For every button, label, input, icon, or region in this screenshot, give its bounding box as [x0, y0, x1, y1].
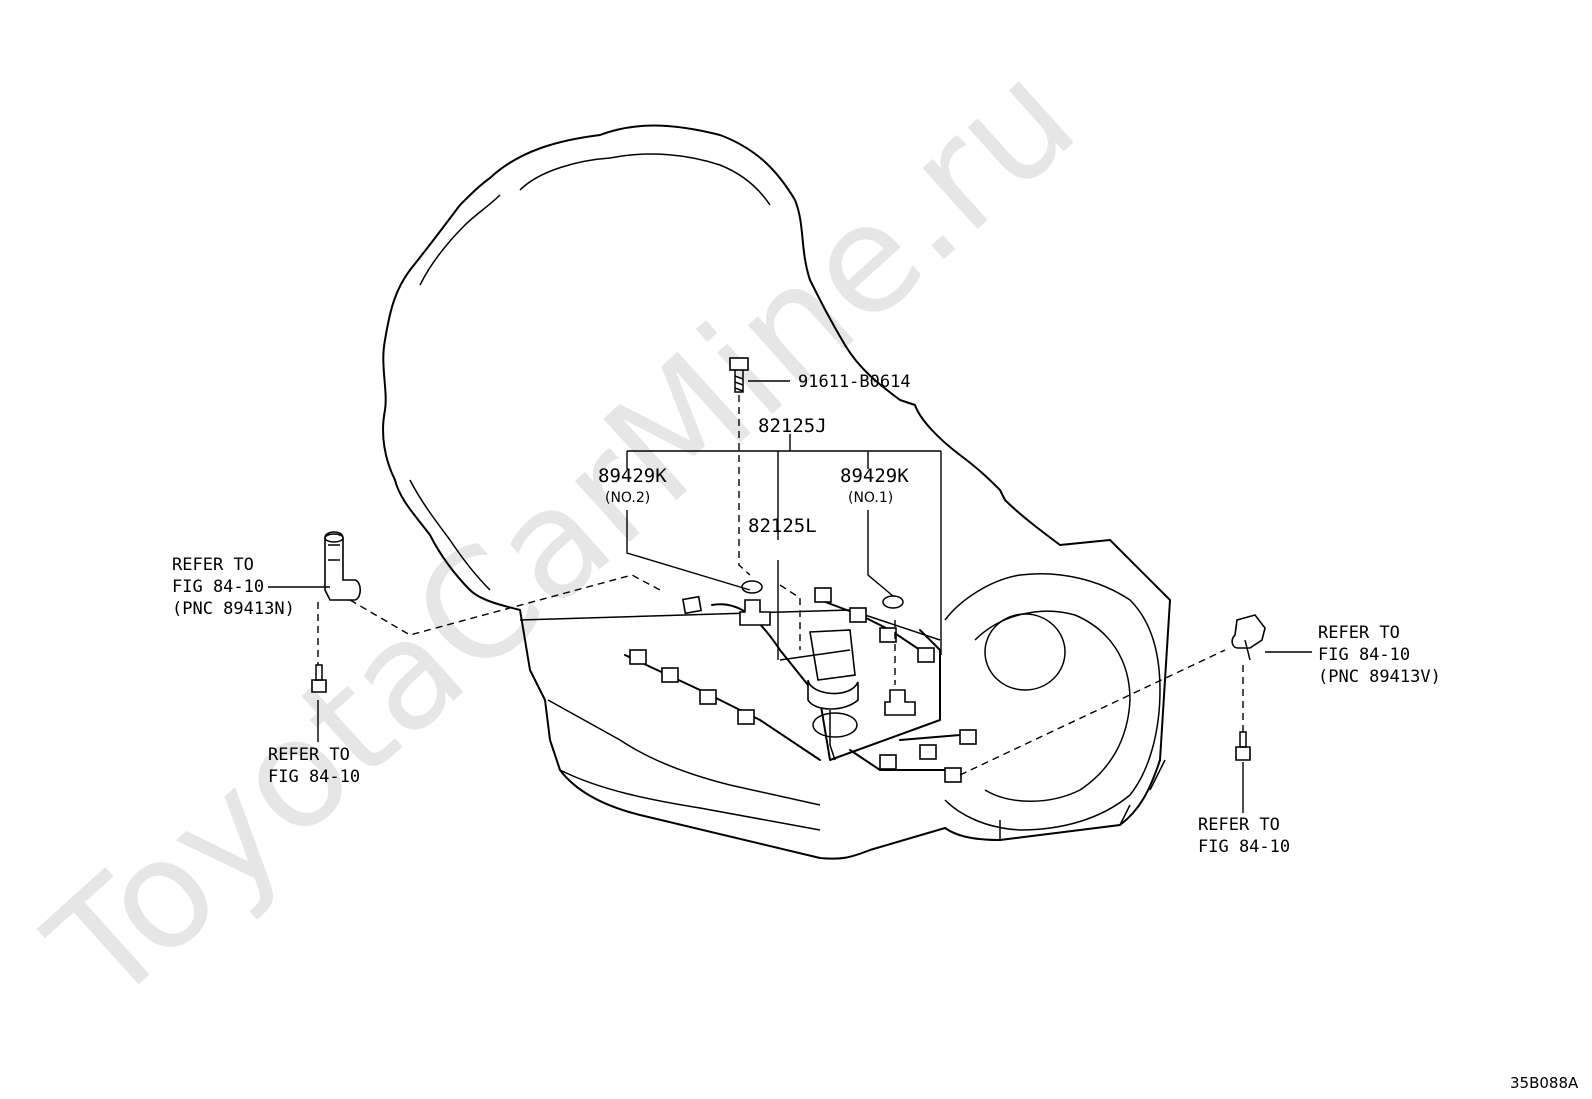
ref-right-bolt-line2: FIG 84-10 — [1198, 837, 1290, 857]
left-speed-sensor — [324, 531, 362, 601]
sensor-no2 — [739, 580, 771, 626]
ref-right-bolt-line1: REFER TO — [1198, 815, 1280, 835]
ref-left-sensor-line2: FIG 84-10 — [172, 577, 264, 597]
solenoid-assembly — [779, 629, 859, 761]
label-sensor-no2-note: (NO.2) — [605, 490, 650, 506]
right-bolt — [1235, 731, 1251, 761]
ref-right-sensor-line2: FIG 84-10 — [1318, 645, 1410, 665]
label-sensor-no1-pnc: 89429K — [840, 465, 909, 487]
watermark: ToyotaCarMine.ru — [17, 31, 1108, 1038]
diagram-code: 35B088A — [1510, 1074, 1579, 1092]
bolt-top — [729, 357, 749, 393]
ref-right-sensor: REFER TO FIG 84-10 (PNC 89413V) — [1318, 623, 1441, 687]
label-sensor-no1-note: (NO.1) — [848, 490, 893, 506]
installation-lines — [317, 395, 1244, 776]
sensor-no1 — [882, 595, 916, 716]
leader-lines — [268, 380, 1312, 813]
ref-left-bolt: REFER TO FIG 84-10 — [268, 745, 360, 787]
label-harness-sub: 82125L — [748, 515, 817, 537]
right-speed-sensor — [1231, 614, 1266, 661]
ref-left-bolt-line1: REFER TO — [268, 745, 350, 765]
label-sensor-no2-pnc: 89429K — [598, 465, 667, 487]
ref-left-sensor: REFER TO FIG 84-10 (PNC 89413N) — [172, 555, 295, 619]
connector-group — [629, 587, 977, 783]
label-harness-main: 82125J — [758, 415, 827, 437]
label-bolt-top: 91611-B0614 — [798, 372, 911, 392]
ref-left-sensor-line3: (PNC 89413N) — [172, 599, 295, 619]
ref-right-sensor-line3: (PNC 89413V) — [1318, 667, 1441, 687]
ref-right-sensor-line1: REFER TO — [1318, 623, 1400, 643]
wire-harness — [624, 599, 961, 771]
ref-left-sensor-line1: REFER TO — [172, 555, 254, 575]
ref-left-bolt-line2: FIG 84-10 — [268, 767, 360, 787]
ref-right-bolt: REFER TO FIG 84-10 — [1198, 815, 1290, 857]
left-bolt — [311, 664, 327, 693]
